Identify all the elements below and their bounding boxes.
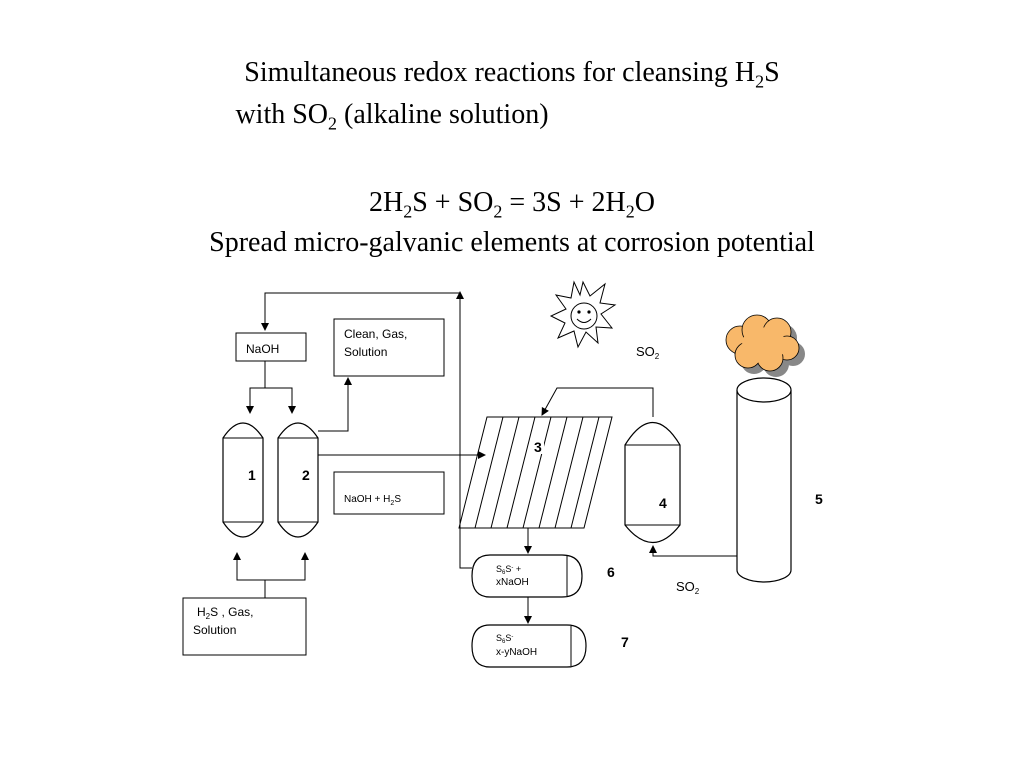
flow-naoh-to-2: [265, 387, 296, 414]
vessel-6-number: 6: [607, 564, 615, 580]
flow-naoh-to-1: [246, 361, 266, 414]
flow-5-to-4: [649, 545, 737, 557]
reactor-3-number: 3: [534, 439, 542, 455]
column-5-number: 5: [815, 491, 823, 507]
column-5: 5: [736, 377, 823, 583]
vessel-6-label-1: S6S- +: [496, 564, 521, 576]
so2-top-label: SO2: [636, 344, 660, 361]
vessel-7-number: 7: [621, 634, 629, 650]
vessel-6: S6S- + xNaOH 6: [471, 554, 615, 598]
vessel-7-label-1: S6S-: [496, 633, 513, 645]
flow-to-clean: [318, 377, 352, 432]
cloud-icon: [725, 314, 805, 377]
absorber-vessel-1: 1: [222, 422, 264, 538]
flow-4-to-reactor: [541, 387, 654, 417]
clean-gas-label-1: Clean, Gas,: [344, 327, 407, 341]
sun-icon: [549, 280, 617, 349]
naoh-box-label: NaOH: [246, 342, 279, 356]
clean-gas-label-2: Solution: [344, 345, 387, 359]
naoh-h2s-label: NaOH + H2S: [344, 494, 401, 507]
vessel-4: 4: [624, 421, 681, 543]
flow-h2s-to-1: [233, 552, 266, 598]
naoh-h2s-box: NaOH + H2S: [333, 471, 445, 515]
vessel-2-number: 2: [302, 467, 310, 483]
flow-h2s-to-2: [265, 552, 309, 581]
so2-bottom-label: SO2: [676, 579, 700, 596]
absorber-vessel-2: 2: [277, 422, 319, 538]
reactor-3: 3: [458, 416, 613, 529]
h2s-gas-label-1: H2S , Gas,: [197, 605, 253, 621]
vessel-7: S6S- x-yNaOH 7: [471, 624, 629, 668]
vessel-7-label-2: x-yNaOH: [496, 647, 537, 658]
h2s-gas-label-2: Solution: [193, 623, 236, 637]
reaction-equation: 2H2S + SO2 = 3S + 2H2O: [369, 187, 655, 222]
title-line-1: Simultaneous redox reactions for cleansi…: [244, 57, 780, 92]
vessel-6-label-2: xNaOH: [496, 577, 529, 588]
title-line-2: with SO2 (alkaline solution): [235, 99, 549, 134]
clean-gas-box: Clean, Gas, Solution: [333, 318, 445, 377]
flow-lines: [233, 291, 737, 624]
flow-from-vessel-6: [459, 300, 472, 569]
subtitle: Spread micro-galvanic elements at corros…: [209, 227, 815, 258]
vessel-1-number: 1: [248, 467, 256, 483]
naoh-box: NaOH: [235, 332, 307, 362]
h2s-gas-box: H2S , Gas, Solution: [182, 597, 307, 656]
vessel-4-number: 4: [659, 495, 667, 511]
